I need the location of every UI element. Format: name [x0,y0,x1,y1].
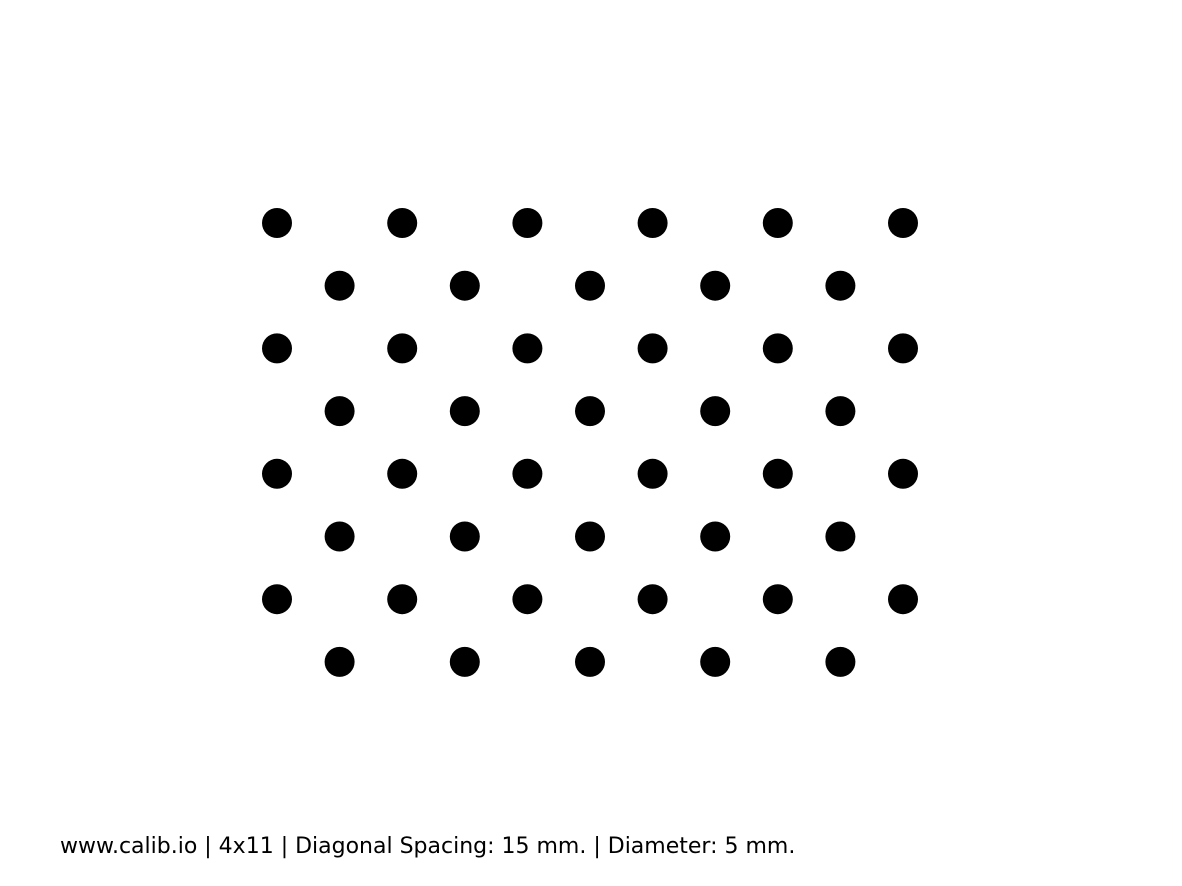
calibration-dot [324,521,355,552]
calibration-dot [449,270,480,301]
calibration-dot [762,333,793,364]
calibration-dot [575,396,605,427]
calibration-dot [888,584,918,615]
calibration-dot [324,396,355,427]
calibration-dot [262,584,292,615]
calibration-dot [700,396,731,427]
calibration-dot [825,270,856,301]
calibration-dot [262,458,292,489]
calibration-dot [637,208,668,238]
calibration-dot [700,646,731,677]
calibration-dot [637,458,668,489]
calibration-dot [637,333,668,364]
calibration-dot [512,458,543,489]
calibration-dot [825,396,856,427]
calibration-dot [575,646,605,677]
calibration-dot [387,208,418,238]
calibration-dot [387,333,418,364]
calibration-dot [575,521,605,552]
calibration-dot [387,458,418,489]
calibration-dot [762,208,793,238]
calibration-dot [762,584,793,615]
calibration-dot [512,333,543,364]
calibration-dot [449,396,480,427]
calibration-dot [825,521,856,552]
calibration-dot [888,333,918,364]
calibration-dot [762,458,793,489]
calibration-dot [512,208,543,238]
calibration-dot [262,208,292,238]
calibration-dot [449,521,480,552]
calibration-dot [700,270,731,301]
calibration-dot [575,270,605,301]
calibration-dot [512,584,543,615]
calibration-dot [387,584,418,615]
calibration-dot [449,646,480,677]
calibration-dot [700,521,731,552]
calibration-dot [637,584,668,615]
calibration-dot [888,208,918,238]
calibration-dot [324,270,355,301]
calibration-dot [888,458,918,489]
calibration-dot [262,333,292,364]
calibration-dot [825,646,856,677]
calibration-dot [324,646,355,677]
pattern-caption: www.calib.io | 4x11 | Diagonal Spacing: … [60,834,796,859]
